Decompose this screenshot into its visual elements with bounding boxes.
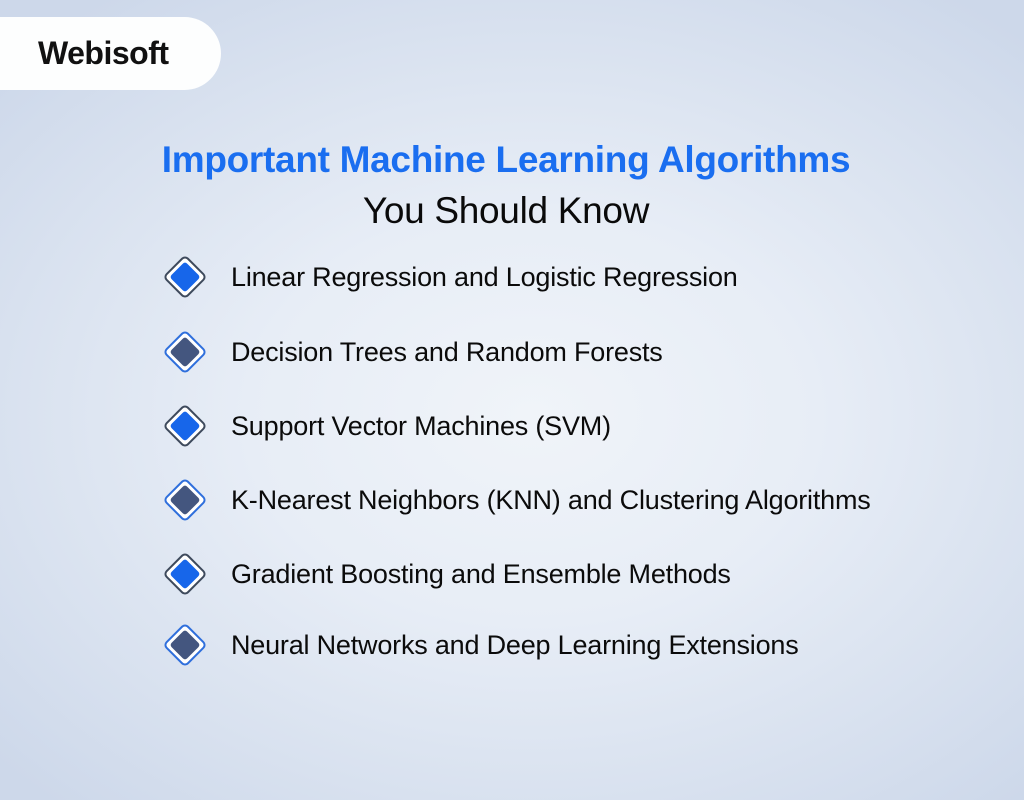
diamond-bullet-icon — [160, 327, 210, 377]
list-item: Neural Networks and Deep Learning Extens… — [160, 620, 799, 670]
list-item-label: K-Nearest Neighbors (KNN) and Clustering… — [231, 484, 871, 515]
list-item: Linear Regression and Logistic Regressio… — [160, 252, 738, 302]
page-title: Important Machine Learning Algorithms — [161, 139, 851, 180]
diamond-bullet-icon — [160, 620, 210, 670]
list-item: Support Vector Machines (SVM) — [160, 401, 611, 451]
list-item-label: Decision Trees and Random Forests — [231, 336, 663, 367]
list-item: Decision Trees and Random Forests — [160, 327, 663, 377]
list-item-label: Linear Regression and Logistic Regressio… — [231, 261, 738, 292]
diamond-bullet-icon — [160, 549, 210, 599]
list-item-label: Support Vector Machines (SVM) — [231, 410, 611, 441]
diamond-bullet-icon — [160, 475, 210, 525]
diamond-bullet-icon — [160, 401, 210, 451]
brand-logo: Webisoft — [38, 35, 169, 71]
list-item: Gradient Boosting and Ensemble Methods — [160, 549, 731, 599]
list-item-label: Neural Networks and Deep Learning Extens… — [231, 629, 799, 660]
diamond-bullet-icon — [160, 252, 210, 302]
list-item-label: Gradient Boosting and Ensemble Methods — [231, 558, 731, 589]
logo-badge: Webisoft — [0, 17, 221, 90]
list-item: K-Nearest Neighbors (KNN) and Clustering… — [160, 475, 871, 525]
page-subtitle: You Should Know — [362, 190, 650, 231]
